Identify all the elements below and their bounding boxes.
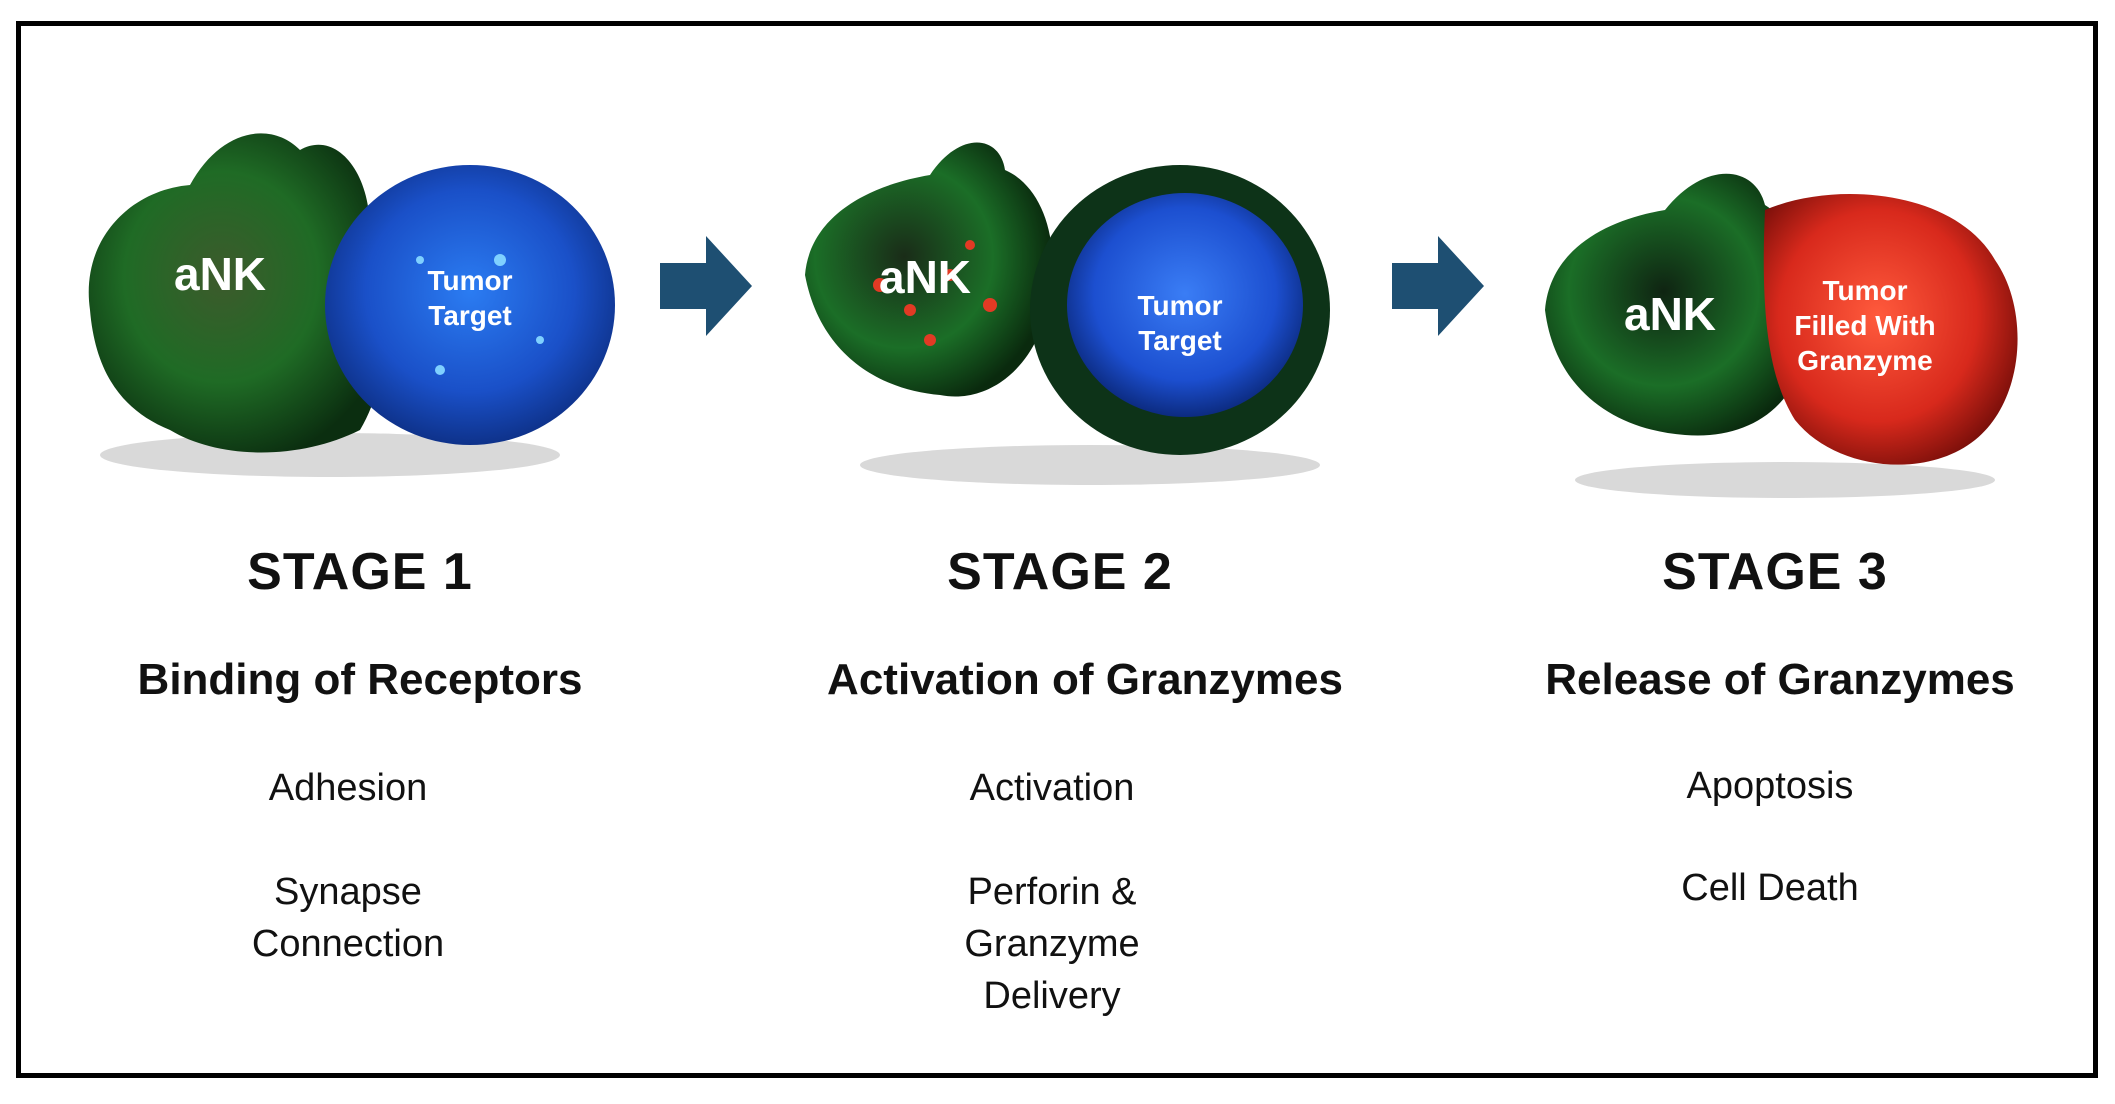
stage2-cell-label: aNK bbox=[879, 251, 971, 303]
figure-frame bbox=[16, 21, 2098, 1078]
stage2-title: STAGE 2 bbox=[947, 543, 1173, 601]
stage2-target-label-line2: Target bbox=[1138, 325, 1222, 356]
stage3-target-label-line3: Granzyme bbox=[1797, 345, 1932, 376]
stage1-cell-illustration: aNK Tumor Target bbox=[70, 110, 630, 490]
tumor-cell-shape bbox=[1763, 194, 2018, 465]
stage1-target-label-line2: Target bbox=[428, 300, 512, 331]
stage2-target-label-line1: Tumor bbox=[1137, 290, 1222, 321]
stage2-item-activation: Activation bbox=[969, 767, 1135, 809]
stage1-subtitle: Binding of Receptors bbox=[137, 655, 583, 704]
stage1-title: STAGE 1 bbox=[247, 543, 473, 601]
tumor-cell-shape bbox=[325, 165, 615, 445]
stage2-subtitle: Activation of Granzymes bbox=[827, 655, 1343, 704]
stage3-item-cell-death: Cell Death bbox=[1681, 867, 1859, 909]
stage2-cell-illustration: aNK Tumor Target bbox=[790, 125, 1350, 495]
stage3-target-label-line2: Filled With bbox=[1794, 310, 1935, 341]
nk-cell-shape bbox=[88, 133, 384, 453]
stage3-item-apoptosis: Apoptosis bbox=[1686, 765, 1854, 807]
stage3-target-label-line1: Tumor bbox=[1822, 275, 1907, 306]
nk-cell-shape bbox=[805, 142, 1053, 397]
stage3-cell-illustration: aNK Tumor Filled With Granzyme bbox=[1535, 150, 2035, 510]
nk-cell-shape bbox=[1545, 173, 1809, 436]
tumor-cell-shape bbox=[1067, 193, 1303, 417]
stage1-item-synapse: Synapse Connection bbox=[251, 871, 445, 965]
stage3-title: STAGE 3 bbox=[1662, 543, 1888, 601]
stage1-target-label-line1: Tumor bbox=[427, 265, 512, 296]
stage3-cell-label: aNK bbox=[1624, 288, 1716, 340]
stage1-item-adhesion: Adhesion bbox=[268, 767, 428, 809]
stage3-subtitle: Release of Granzymes bbox=[1545, 655, 2015, 704]
arrow-right-icon bbox=[1392, 236, 1484, 341]
stage2-item-delivery: Perforin & Granzyme Delivery bbox=[964, 871, 1140, 1017]
stage1-cell-label: aNK bbox=[174, 248, 266, 300]
arrow-right-icon bbox=[660, 236, 752, 341]
